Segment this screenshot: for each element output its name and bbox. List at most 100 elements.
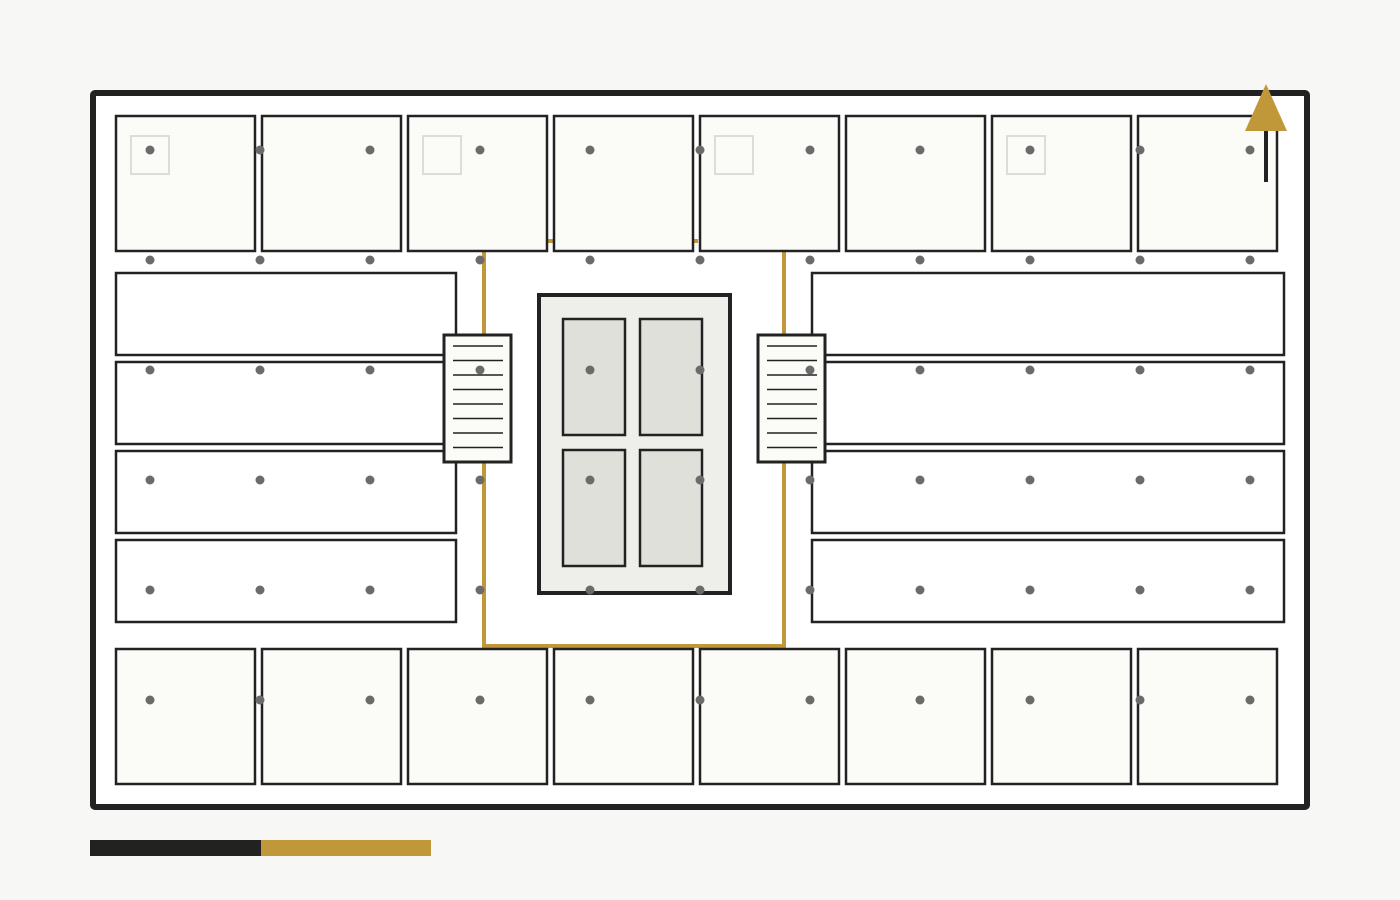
column-icon [145,585,155,595]
column-icon [1135,255,1145,265]
office [810,449,1286,535]
right-office-column [810,271,1286,624]
column-icon [805,255,815,265]
central-core [537,293,732,595]
office [114,360,458,446]
fixture-box [1006,135,1046,175]
column-icon [1025,475,1035,485]
column-icon [915,145,925,155]
left-office-column [114,271,458,624]
room [406,647,549,786]
elevator-icon [638,448,704,568]
column-icon [585,475,595,485]
scale-bar [90,840,431,856]
column-icon [475,145,485,155]
elevator-icon [561,448,627,568]
column-icon [1245,255,1255,265]
column-icon [145,255,155,265]
column-icon [585,695,595,705]
column-icon [585,585,595,595]
column-icon [475,475,485,485]
column-icon [1245,475,1255,485]
north-arrow-icon [1245,84,1287,131]
column-icon [695,365,705,375]
column-icon [145,695,155,705]
office [114,271,458,357]
column-icon [255,475,265,485]
column-icon [1025,695,1035,705]
column-icon [255,365,265,375]
column-icon [915,695,925,705]
column-icon [365,365,375,375]
column-icon [805,145,815,155]
column-icon [805,585,815,595]
column-icon [585,365,595,375]
column-icon [805,365,815,375]
room [698,114,841,253]
column-icon [1245,585,1255,595]
column-icon [475,695,485,705]
office [810,271,1286,357]
stair-icon [442,333,513,464]
column-icon [695,255,705,265]
office [114,449,458,535]
room [114,114,257,253]
structural-column-grid [145,145,1255,705]
elevator-icon [561,317,627,437]
column-icon [915,255,925,265]
column-icon [255,585,265,595]
stair-enclosure [442,333,513,464]
column-icon [255,695,265,705]
column-icon [1245,365,1255,375]
office [810,360,1286,446]
column-icon [475,585,485,595]
north-arrow [1245,84,1287,182]
room [844,114,987,253]
column-icon [1025,255,1035,265]
room [260,114,403,253]
bottom-room-row [114,647,1279,786]
column-icon [475,365,485,375]
column-icon [805,695,815,705]
column-icon [365,585,375,595]
column-icon [1135,365,1145,375]
column-icon [255,145,265,155]
room [1136,647,1279,786]
column-icon [1135,475,1145,485]
column-icon [695,695,705,705]
stair-enclosure [756,333,827,464]
top-room-row [114,114,1279,253]
column-icon [915,585,925,595]
column-icon [365,475,375,485]
column-icon [145,145,155,155]
room [552,114,695,253]
room [990,647,1133,786]
office [810,538,1286,624]
room [260,647,403,786]
column-icon [805,475,815,485]
column-icon [255,255,265,265]
room [990,114,1133,253]
room [552,647,695,786]
room [114,647,257,786]
column-icon [695,585,705,595]
column-icon [915,365,925,375]
scale-bar-segment [261,840,431,856]
room [698,647,841,786]
room [1136,114,1279,253]
column-icon [1245,145,1255,155]
column-icon [1025,585,1035,595]
column-icon [365,255,375,265]
column-icon [695,475,705,485]
scale-bar-segment [90,840,261,856]
column-icon [365,145,375,155]
column-icon [695,145,705,155]
fixture-box [714,135,754,175]
column-icon [145,475,155,485]
fixture-box [130,135,170,175]
column-icon [1025,365,1035,375]
fixture-box [422,135,462,175]
column-icon [915,475,925,485]
column-icon [1135,695,1145,705]
